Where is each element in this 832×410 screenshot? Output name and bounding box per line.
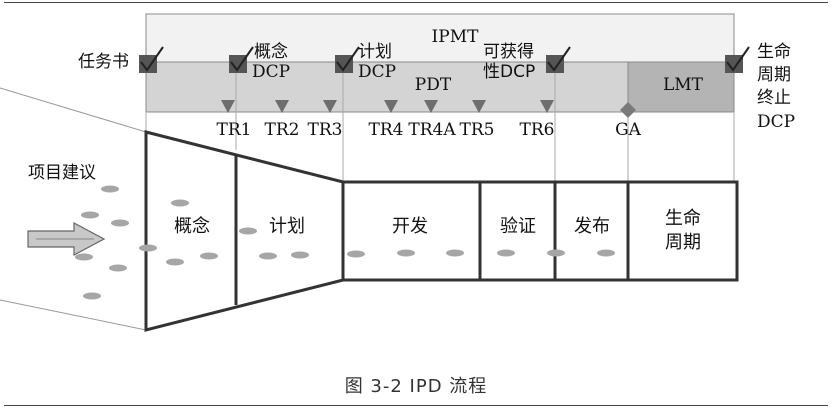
funnel-lower-edge xyxy=(0,299,147,331)
project-proposal-label: 项目建议 xyxy=(28,163,96,183)
ipmt-label: IPMT xyxy=(432,27,480,47)
lmt-band xyxy=(627,61,735,113)
phase-concept-label: 概念 xyxy=(174,215,210,237)
phase-launch-label: 发布 xyxy=(574,216,610,237)
dcp-availability-label-line2: 性DCP xyxy=(483,62,535,82)
tr4-triangle-icon xyxy=(384,100,398,113)
lmt-label: LMT xyxy=(663,75,704,95)
dcp-concept-label-line1: 概念 xyxy=(254,41,288,62)
tr1-label: TR1 xyxy=(217,120,252,140)
dcp-concept-label-line2: DCP xyxy=(252,62,290,82)
tr4a-label: TR4A xyxy=(408,120,456,140)
tr2-label: TR2 xyxy=(265,120,300,140)
ga-label: GA xyxy=(615,120,642,140)
phase-lifecycle-label-line2: 周期 xyxy=(665,232,701,253)
tr4a-triangle-icon xyxy=(424,100,438,113)
funnel-body xyxy=(144,130,739,332)
dcp-end-of-life-label-line1: 生命 xyxy=(757,42,791,62)
tr6-label: TR6 xyxy=(520,120,555,140)
tr5-triangle-icon xyxy=(472,100,486,113)
dcp-plan-checkbox-icon xyxy=(335,46,360,73)
tr3-triangle-icon xyxy=(323,100,337,113)
tr2-triangle-icon xyxy=(275,100,289,113)
dcp-taskbook-checkbox-icon xyxy=(139,46,164,73)
dcp-availability-checkbox-icon xyxy=(546,46,571,73)
input-arrow-icon xyxy=(27,222,106,256)
phase-verify-label: 验证 xyxy=(500,216,536,237)
ga-diamond-icon xyxy=(620,102,636,118)
dcp-end-of-life-label-line3: 终止 xyxy=(757,88,791,108)
tr3-label: TR3 xyxy=(308,120,343,140)
idea-dots xyxy=(75,185,615,300)
top-rule xyxy=(4,2,828,3)
dcp-concept-checkbox-icon xyxy=(229,46,254,73)
phase-develop-label: 开发 xyxy=(392,216,428,237)
phase-lifecycle-label-line1: 生命 xyxy=(665,208,701,229)
dcp-taskbook-label: 任务书 xyxy=(78,52,129,72)
bottom-rule xyxy=(4,405,828,406)
dcp-end-of-life-checkbox-icon xyxy=(725,46,750,73)
pdt-label: PDT xyxy=(415,75,452,95)
tr6-triangle-icon xyxy=(540,100,554,113)
tr1-triangle-icon xyxy=(221,100,235,113)
dcp-plan-label-line1: 计划 xyxy=(358,42,392,62)
technical-review-markers xyxy=(221,100,554,113)
figure-caption: 图 3-2 IPD 流程 xyxy=(344,376,488,397)
funnel-upper-edge xyxy=(0,87,147,133)
dcp-end-of-life-label-line2: 周期 xyxy=(757,65,791,85)
dcp-availability-label-line1: 可获得 xyxy=(483,42,534,62)
tr5-label: TR5 xyxy=(460,120,495,140)
phase-plan-label: 计划 xyxy=(269,216,305,237)
dcp-end-of-life-label-line4: DCP xyxy=(757,112,795,132)
dcp-plan-label-line2: DCP xyxy=(358,62,396,82)
tr4-label: TR4 xyxy=(369,120,404,140)
phase-guide-lines xyxy=(145,62,735,182)
